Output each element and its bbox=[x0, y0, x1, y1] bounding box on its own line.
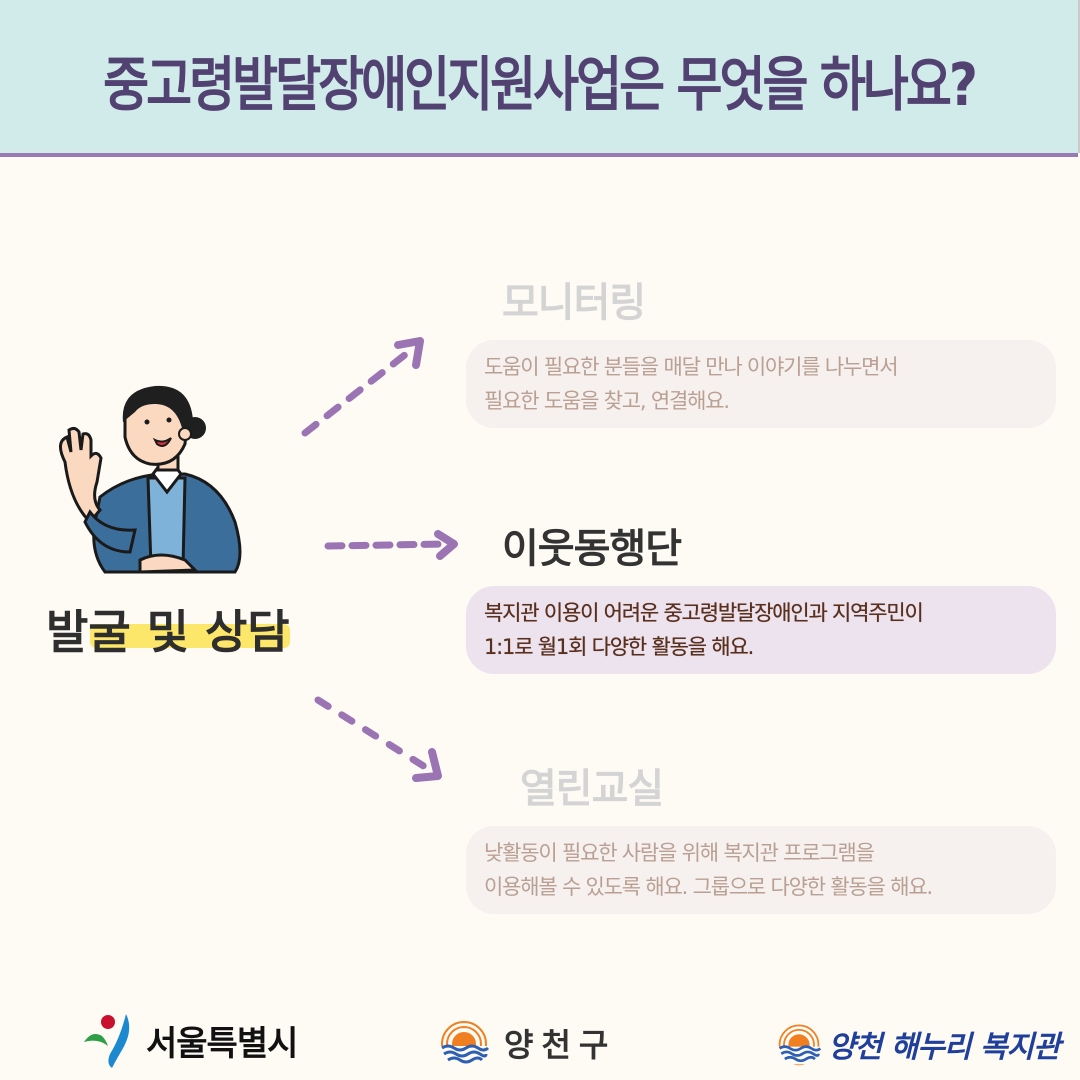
arrow-up-right-icon bbox=[301, 337, 424, 437]
item-description-neighbor-companion: 복지관 이용이 어려운 중고령발달장애인과 지역주민이 1:1로 월1회 다양한… bbox=[466, 586, 1056, 674]
description-line: 복지관 이용이 어려운 중고령발달장애인과 지역주민이 bbox=[484, 601, 924, 625]
center-label: 발굴 및 상담 bbox=[46, 605, 290, 659]
haenuri-welfare-center-logo: 양천 해누리 복지관 bbox=[776, 1022, 1061, 1066]
item-title-neighbor-companion: 이웃동행단 bbox=[502, 526, 682, 572]
label-highlight bbox=[90, 624, 290, 648]
haenuri-sun-emblem-icon bbox=[777, 1024, 822, 1066]
seoul-logo-text: 서울특별시 bbox=[146, 1023, 298, 1064]
header-banner: 중고령발달장애인지원사업은 무엇을 하나요? bbox=[0, 0, 1080, 153]
seoul-logo: 서울특별시 bbox=[82, 1010, 298, 1070]
yangcheon-gu-logo-text: 양천구 bbox=[504, 1026, 617, 1064]
yangcheon-gu-logo: 양천구 bbox=[438, 1020, 616, 1066]
haenuri-logo-text: 양천 해누리 복지관 bbox=[828, 1030, 1061, 1065]
header-divider bbox=[0, 153, 1078, 157]
description-line: 도움이 필요한 분들을 매달 만나 이야기를 나누면서 bbox=[484, 355, 899, 379]
description-line: 낮활동이 필요한 사람을 위해 복지관 프로그램을 bbox=[484, 841, 875, 865]
item-title-open-classroom: 열린교실 bbox=[520, 766, 664, 812]
person-icon bbox=[59, 385, 242, 574]
seoul-emblem-icon bbox=[84, 1014, 130, 1068]
item-title-monitoring: 모니터링 bbox=[502, 280, 646, 326]
page-title: 중고령발달장애인지원사업은 무엇을 하나요? bbox=[103, 50, 978, 119]
arrow-right-icon bbox=[324, 530, 458, 560]
arrow-down-right-icon bbox=[314, 696, 442, 782]
item-description-open-classroom: 낮활동이 필요한 사람을 위해 복지관 프로그램을 이용해볼 수 있도록 해요.… bbox=[466, 826, 1056, 914]
description-line: 이용해볼 수 있도록 해요. 그룹으로 다양한 활동을 해요. bbox=[484, 875, 933, 899]
item-description-monitoring: 도움이 필요한 분들을 매달 만나 이야기를 나누면서 필요한 도움을 찾고, … bbox=[466, 340, 1056, 428]
yangcheon-sun-emblem-icon bbox=[440, 1021, 490, 1066]
description-line: 1:1로 월1회 다양한 활동을 해요. bbox=[484, 635, 754, 659]
description-line: 필요한 도움을 찾고, 연결해요. bbox=[484, 389, 730, 413]
counselor-illustration bbox=[45, 382, 255, 586]
